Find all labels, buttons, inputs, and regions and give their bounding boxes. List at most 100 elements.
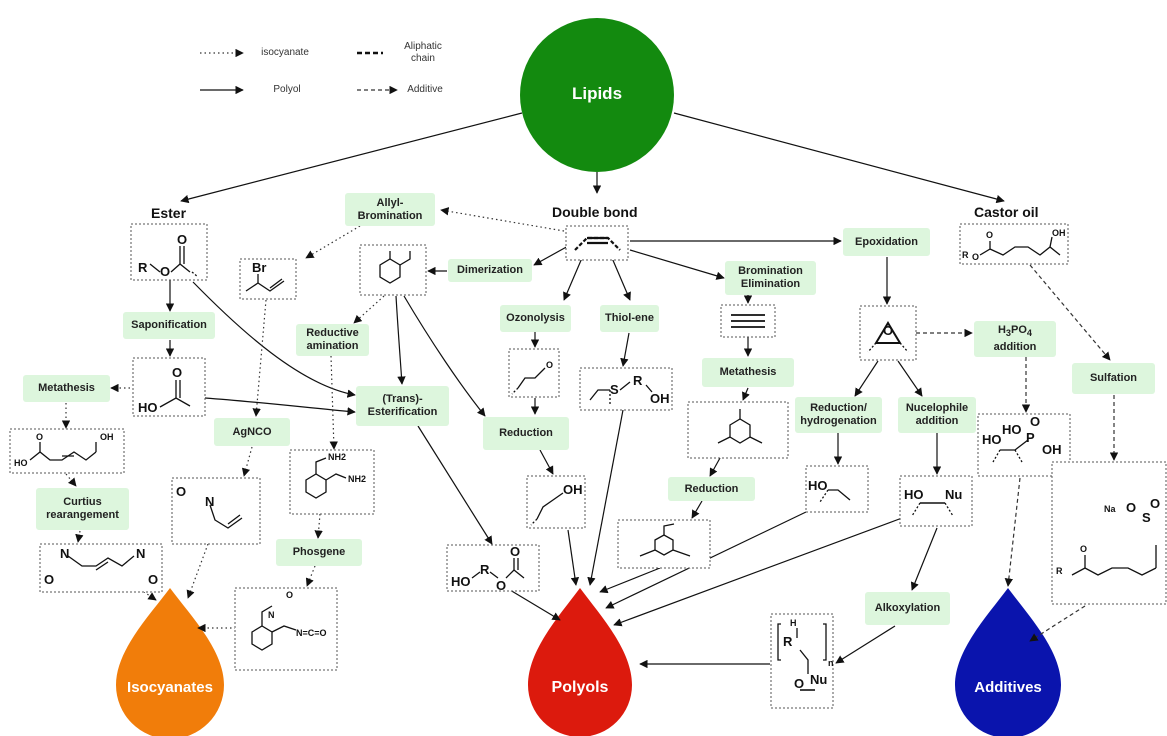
amine-molecule xyxy=(289,449,375,515)
solid-arrows xyxy=(165,112,1005,669)
legend-aliphatic-label: Aliphatic chain xyxy=(404,41,442,64)
acid-o: O xyxy=(172,365,182,380)
allyl-nco-molecule xyxy=(171,477,261,545)
lipids-label: Lipids xyxy=(571,84,623,103)
arrow-triol-polyols xyxy=(599,567,661,594)
ester-molecule xyxy=(130,223,208,281)
arrow-dimer-esterification-1 xyxy=(395,295,406,385)
alkoxylation-box: Alkoxylation xyxy=(865,592,950,625)
castor-o2: O xyxy=(986,230,993,240)
ho-nu-molecule xyxy=(899,475,973,527)
ester-o2: O xyxy=(177,232,187,247)
arrow-doublebond-thiolene xyxy=(611,257,631,301)
agnco-box: AgNCO xyxy=(214,418,290,446)
arrow-lipids-ester xyxy=(180,112,523,204)
lin-o1: O xyxy=(44,572,54,587)
ozonolysis-box: Ozonolysis xyxy=(500,305,571,332)
acid-ho: HO xyxy=(138,400,158,415)
phos-ho2: HO xyxy=(1002,422,1022,437)
arrow-alkoxylation-polyether xyxy=(835,625,896,664)
phos-ho1: HO xyxy=(982,432,1002,447)
allyl-bromide-molecule xyxy=(239,258,297,300)
polyether-o: O xyxy=(794,676,804,691)
metathesis-left-box: Metathesis xyxy=(23,375,110,402)
sulfate-molecule xyxy=(1051,461,1167,605)
alcohol-molecule xyxy=(526,475,586,529)
arrow-sulfate-additives xyxy=(1029,605,1086,642)
arrow-epoxide-reduction xyxy=(854,360,879,397)
polyether-molecule xyxy=(770,613,834,709)
chem-labels: R O O R O O OH Br HO O HO O OH O S R OH … xyxy=(14,228,1160,691)
polyether-h: H xyxy=(790,618,797,628)
arrow-thiol-polyols xyxy=(587,409,624,586)
phosgene-box: Phosgene xyxy=(276,539,362,566)
lin-n2: N xyxy=(136,546,145,561)
arrow-alcohol-polyols xyxy=(567,529,580,586)
arrow-phosphonate-additives xyxy=(1004,477,1021,587)
reduction-hydrogenation-box: Reduction/ hydrogenation xyxy=(795,397,882,433)
diacid-molecule xyxy=(9,428,125,474)
polyols-drop xyxy=(528,588,632,736)
thiol-r: R xyxy=(633,373,643,388)
castor-o1: O xyxy=(972,252,979,262)
arrow-thiolene-thiol xyxy=(620,332,630,367)
arrow-triester-reduction xyxy=(709,457,721,477)
arrow-esterified-polyols xyxy=(509,589,561,621)
additive-arrows xyxy=(916,264,1119,642)
lin-o2: O xyxy=(148,572,158,587)
castor-r: R xyxy=(962,250,969,260)
legend-isocyanate-label: isocyanate xyxy=(261,47,309,58)
additives-drop xyxy=(955,588,1061,736)
amine-nh2-2: NH2 xyxy=(348,474,366,484)
arrow-doublebond-allyl xyxy=(440,207,565,232)
lin-n1: N xyxy=(60,546,69,561)
bromination-elimination-box: Bromination Elimination xyxy=(725,261,816,295)
esterified-r: R xyxy=(480,562,490,577)
dimerization-box: Dimerization xyxy=(448,259,532,282)
allylnco-o: O xyxy=(176,484,186,499)
curtius-box: Curtius rearangement xyxy=(36,488,129,530)
saponification-box: Saponification xyxy=(123,312,215,339)
arrow-allyl-nco-isocyanates xyxy=(186,543,209,599)
honu-nu: Nu xyxy=(945,487,962,502)
metathesis-mid-box: Metathesis xyxy=(702,358,794,387)
esterified-ho: HO xyxy=(451,574,471,589)
ester-r: R xyxy=(138,260,148,275)
reduction-mid-box: Reduction xyxy=(483,417,569,450)
castor-molecule xyxy=(959,223,1069,265)
arrow-dimer-reductive xyxy=(353,295,385,324)
alcohol-oh: OH xyxy=(563,482,583,497)
cyclic-diisocyanate-molecule xyxy=(234,587,338,671)
allyl-br: Br xyxy=(252,260,266,275)
diacid-oh: OH xyxy=(100,432,114,442)
alkyne-molecule xyxy=(720,304,776,338)
sulfation-box: Sulfation xyxy=(1072,363,1155,394)
trans-esterification-box: (Trans)- Esterification xyxy=(356,386,449,426)
arrow-curtius-diisocyanate xyxy=(75,530,84,543)
arrow-phosgene-diisocyanate xyxy=(305,565,316,587)
cyc-o: O xyxy=(286,590,293,600)
esterified-o2: O xyxy=(510,544,520,559)
arrow-doublebond-dimerization xyxy=(533,244,571,266)
doublebond-molecule xyxy=(565,225,629,261)
polyether-n: n xyxy=(828,658,834,668)
sulfate-o3: O xyxy=(1080,544,1087,554)
legend-additive-label: Additive xyxy=(407,84,443,95)
diacid-ho: HO xyxy=(14,458,28,468)
phos-o: O xyxy=(1030,414,1040,429)
arrow-ester-esterification xyxy=(192,281,356,398)
hydroxy-molecule xyxy=(805,465,869,513)
arrow-esterification-polyols xyxy=(417,425,493,545)
sulfate-o2: O xyxy=(1150,496,1160,511)
legend-polyol-label: Polyol xyxy=(273,84,301,95)
triol-molecule xyxy=(617,519,711,569)
aldehyde-molecule xyxy=(508,348,560,398)
lipids-node xyxy=(520,18,674,172)
polyether-nu: Nu xyxy=(810,672,827,687)
doublebond-header: Double bond xyxy=(552,204,638,220)
legend xyxy=(200,48,398,95)
arrow-reductive-amine xyxy=(329,355,338,450)
